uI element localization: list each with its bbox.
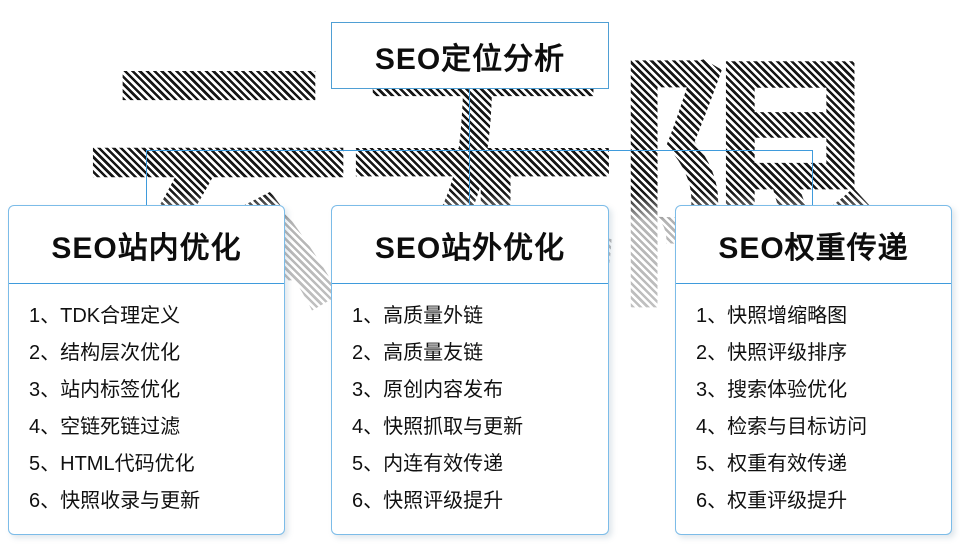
column-header: SEO站外优化	[374, 231, 566, 265]
column-header: SEO权重传递	[718, 231, 909, 265]
title-box: SEO定位分析	[331, 22, 609, 89]
header-divider	[332, 283, 608, 284]
item-list: 1、高质量外链 2、高质量友链 3、原创内容发布 4、快照抓取与更新 5、内连有…	[332, 298, 608, 520]
diagram-title: SEO定位分析	[374, 42, 566, 76]
list-item: 6、权重评级提升	[696, 490, 848, 512]
column-onsite-seo: SEO站内优化 1、TDK合理定义 2、结构层次优化 3、站内标签优化 4、空链…	[8, 205, 285, 535]
connector-horizontal	[146, 150, 813, 151]
list-item: 3、站内标签优化	[29, 379, 181, 401]
list-item: 2、快照评级排序	[696, 342, 848, 364]
list-item: 2、结构层次优化	[29, 342, 181, 364]
list-item: 4、快照抓取与更新	[352, 416, 524, 438]
list-item: 1、高质量外链	[352, 305, 484, 327]
connector-title-vertical	[469, 89, 470, 151]
list-item: 1、TDK合理定义	[29, 305, 181, 327]
list-item: 1、快照增缩略图	[696, 305, 848, 327]
list-item: 2、高质量友链	[352, 342, 484, 364]
connector-right-drop	[812, 150, 813, 206]
list-item: 4、检索与目标访问	[696, 416, 868, 438]
item-list: 1、快照增缩略图 2、快照评级排序 3、搜索体验优化 4、检索与目标访问 5、权…	[676, 298, 951, 520]
list-item: 5、HTML代码优化	[29, 453, 195, 475]
item-list: 1、TDK合理定义 2、结构层次优化 3、站内标签优化 4、空链死链过滤 5、H…	[9, 298, 284, 520]
column-offsite-seo: SEO站外优化 1、高质量外链 2、高质量友链 3、原创内容发布 4、快照抓取与…	[331, 205, 609, 535]
list-item: 5、内连有效传递	[352, 453, 504, 475]
connector-middle-drop	[469, 150, 470, 206]
list-item: 3、原创内容发布	[352, 379, 504, 401]
column-weight-transfer: SEO权重传递 1、快照增缩略图 2、快照评级排序 3、搜索体验优化 4、检索与…	[675, 205, 952, 535]
connector-left-drop	[146, 150, 147, 206]
header-divider	[676, 283, 951, 284]
column-header: SEO站内优化	[51, 231, 242, 265]
header-divider	[9, 283, 284, 284]
list-item: 6、快照收录与更新	[29, 490, 201, 512]
list-item: 5、权重有效传递	[696, 453, 848, 475]
list-item: 3、搜索体验优化	[696, 379, 848, 401]
list-item: 4、空链死链过滤	[29, 416, 181, 438]
list-item: 6、快照评级提升	[352, 490, 504, 512]
